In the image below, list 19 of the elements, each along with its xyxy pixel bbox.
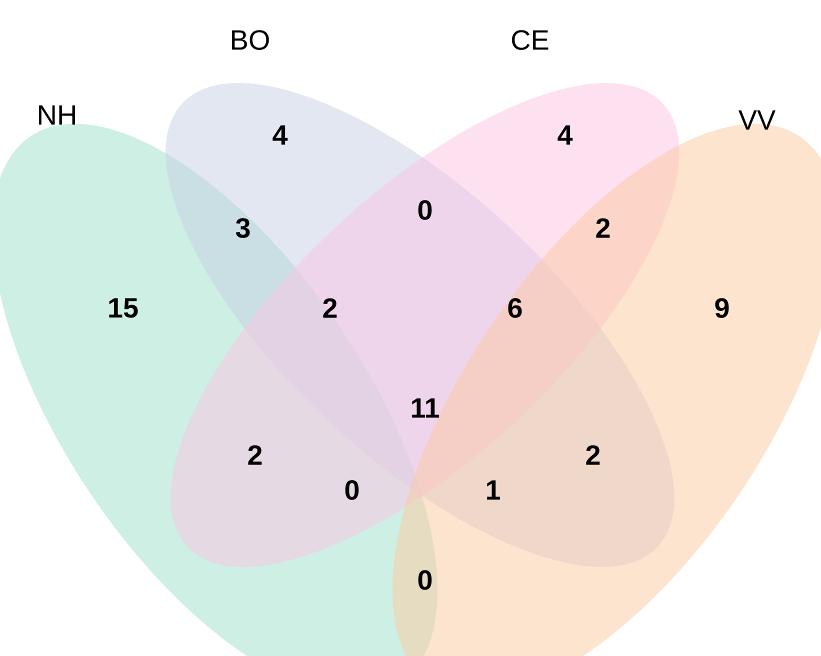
set-label: NH bbox=[39, 105, 75, 125]
region-count: 2 bbox=[323, 298, 337, 318]
region-count: 0 bbox=[418, 570, 432, 590]
region-count: 4 bbox=[272, 125, 288, 145]
region-count: 2 bbox=[596, 218, 610, 238]
region-count: 2 bbox=[248, 445, 262, 465]
set-label: CE bbox=[512, 30, 548, 50]
region-count: 1 bbox=[486, 480, 500, 500]
region-count: 3 bbox=[236, 218, 250, 238]
set-label: VV bbox=[738, 110, 776, 130]
region-count: 0 bbox=[418, 200, 432, 220]
region-count: 2 bbox=[586, 445, 600, 465]
region-count: 11 bbox=[412, 398, 440, 418]
region-count: 15 bbox=[109, 298, 138, 318]
set-label: BO bbox=[232, 30, 269, 50]
region-count: 0 bbox=[345, 480, 359, 500]
region-count: 6 bbox=[508, 298, 522, 318]
region-count: 4 bbox=[558, 125, 573, 145]
region-count: 9 bbox=[715, 298, 729, 318]
